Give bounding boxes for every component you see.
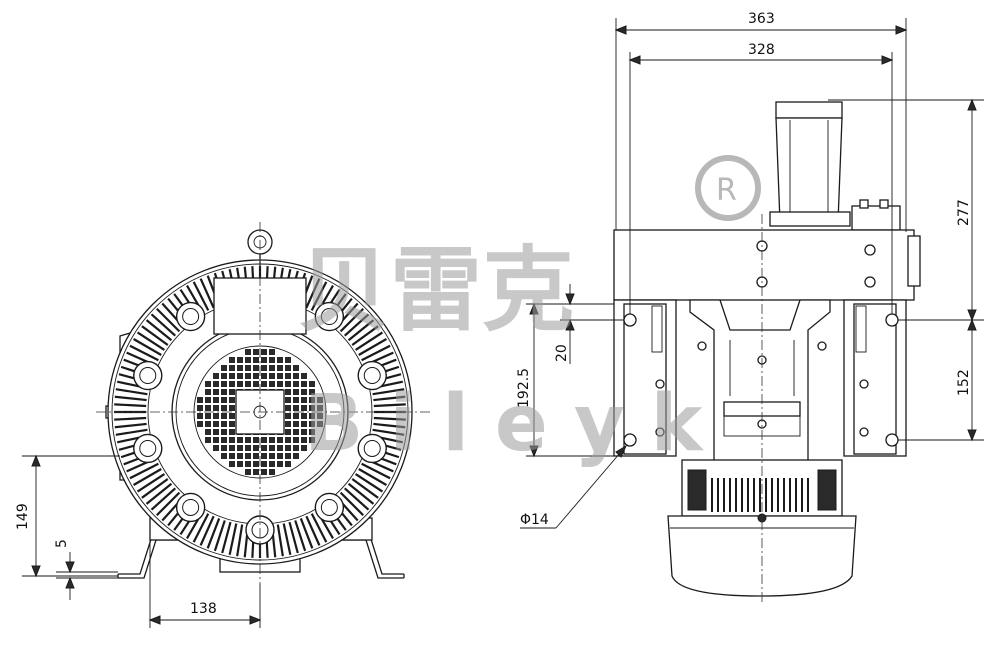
end-view [96,222,430,584]
dim-20: 20 [554,344,570,362]
side-view [613,101,921,604]
dim-277: 277 [956,199,972,226]
dim-328: 328 [748,42,775,58]
watermark-brand-cn: 贝雷克 [298,237,574,344]
dim-192-5: 192.5 [516,368,532,408]
dim-5: 5 [54,539,70,548]
side-view-dimensions: 363 328 277 152 192.5 20 [516,11,984,529]
dim-149: 149 [15,503,31,530]
dim-363: 363 [748,11,775,27]
watermark-brand-en: Bileyk [304,379,729,469]
dim-152: 152 [956,369,972,396]
fan-grill [197,349,323,475]
watermark-registered-mark: R [716,173,737,208]
side-fins [711,478,809,512]
dim-138: 138 [190,601,217,617]
dim-phi14: Φ14 [520,512,549,528]
end-view-dimensions: 149 5 138 [15,454,262,628]
brand-watermark: 贝雷克 Bileyk R [298,155,761,469]
registered-mark-icon [695,155,761,221]
